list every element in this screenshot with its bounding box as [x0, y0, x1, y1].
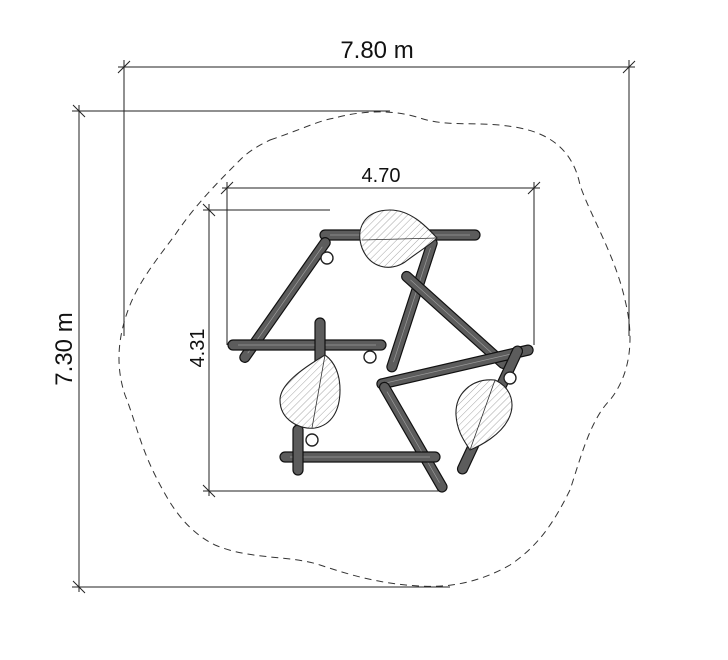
ring-bottom-left	[305, 433, 319, 447]
ring-center	[363, 350, 377, 364]
log-lower-diagonal	[378, 381, 448, 493]
log-upper-left-diagonal	[239, 237, 331, 363]
ring-top-left	[320, 251, 334, 265]
leaf-sail-left	[279, 354, 341, 429]
timber-logs	[227, 229, 534, 493]
frame-width-label: 4.70	[362, 165, 401, 187]
frame-depth-dimension: 4.31	[187, 203, 440, 498]
overall-width-dimension: 7.80 m	[117, 37, 636, 336]
log-bottom-left-post	[292, 424, 304, 476]
leaf-sail-top	[359, 209, 438, 268]
overall-depth-label: 7.30 m	[51, 312, 78, 385]
log-center-right	[376, 344, 534, 390]
rings	[305, 251, 517, 447]
overall-width-label: 7.80 m	[340, 37, 413, 64]
ring-right	[503, 371, 517, 385]
log-middle-left	[227, 339, 387, 351]
safety-zone-outline	[118, 111, 631, 587]
overall-depth-dimension: 7.30 m	[51, 104, 450, 594]
frame-width-dimension: 4.70	[220, 165, 541, 345]
leaf-sail-right	[455, 379, 513, 451]
log-bottom	[279, 451, 441, 463]
frame-depth-label: 4.31	[187, 329, 209, 368]
